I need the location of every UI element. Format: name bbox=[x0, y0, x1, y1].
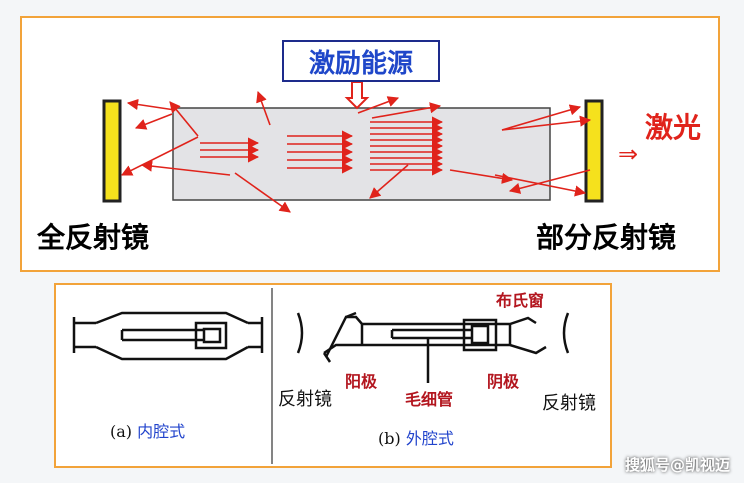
internal-cavity-caption-index: (a) bbox=[110, 422, 133, 441]
capillary-label: 毛细管 bbox=[405, 390, 454, 409]
pump-source-label: 激励能源 bbox=[308, 48, 413, 79]
full-mirror-label: 全反射镜 bbox=[37, 221, 150, 254]
partial-mirror-label: 部分反射镜 bbox=[536, 221, 677, 254]
stimulated-emission-group-2 bbox=[287, 130, 354, 174]
anode-label: 阳极 bbox=[345, 372, 378, 391]
cathode-label: 阴极 bbox=[487, 372, 520, 391]
left-reflector-label: 反射镜 bbox=[278, 389, 332, 410]
pump-arrow bbox=[344, 81, 370, 110]
stimulated-emission-group-3 bbox=[370, 116, 444, 176]
watermark: 搜狐号@凯视迈 bbox=[624, 456, 730, 474]
partial-reflector-mirror bbox=[584, 99, 604, 203]
internal-cavity-caption-text: 内腔式 bbox=[137, 422, 186, 441]
laser-output-label: 激光 bbox=[645, 111, 702, 144]
internal-cavity-caption: (a) 内腔式 bbox=[110, 418, 185, 442]
external-cavity-caption-index: (b) bbox=[378, 429, 401, 448]
output-arrow-icon: ⇒ bbox=[618, 140, 639, 168]
external-cavity-caption: (b) 外腔式 bbox=[378, 425, 454, 449]
gain-medium-tube bbox=[172, 107, 551, 201]
full-reflector-mirror bbox=[102, 99, 122, 203]
right-reflector-label: 反射镜 bbox=[542, 393, 596, 414]
spontaneous-emission-rays bbox=[120, 90, 592, 213]
brewster-window-label: 布氏窗 bbox=[496, 291, 545, 310]
stimulated-emission-group-1 bbox=[200, 137, 260, 163]
pump-source-box: 激励能源 bbox=[282, 40, 440, 82]
external-cavity-caption-text: 外腔式 bbox=[405, 429, 454, 448]
